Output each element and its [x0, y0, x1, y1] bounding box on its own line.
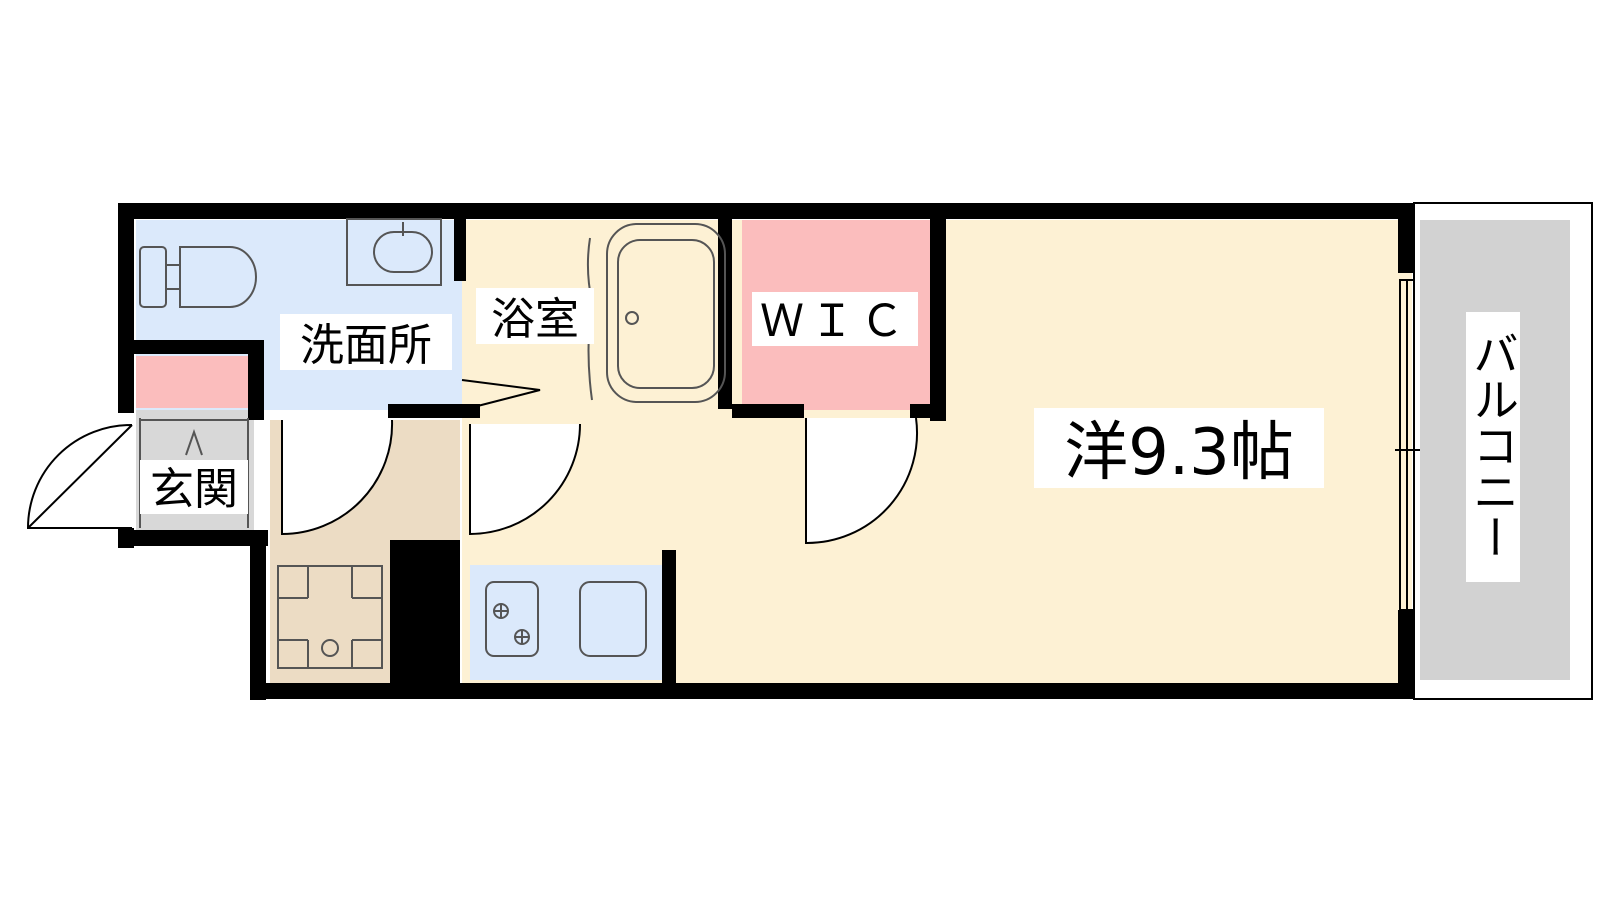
bathroom-label-bg [476, 288, 594, 344]
interior-doors [281, 379, 919, 545]
kitchen-floor [470, 565, 670, 680]
bathroom-door [461, 379, 541, 411]
wall-wic-bottom [732, 404, 804, 418]
toilet-icon [139, 246, 257, 308]
wall-kitchen-right [662, 550, 676, 685]
bathroom-label: 浴室 [491, 294, 579, 345]
wall-right-top [1398, 203, 1414, 273]
entrance-door [26, 423, 133, 529]
room-labels: 洗面所 浴室 ＷＩＣ 洋9.3帖 玄関 バルコニー [140, 288, 1520, 582]
wall-washroom-divider [454, 219, 466, 281]
washroom-door [281, 419, 394, 536]
wall-left-upper [118, 203, 134, 413]
wall-wic-bottom-right [910, 404, 946, 418]
wall-entrance-bottom [118, 530, 268, 546]
wall-column [390, 540, 460, 685]
balcony-label-bg [1466, 312, 1520, 582]
western-room-label: 洋9.3帖 [1064, 416, 1294, 490]
wall-shoe-top [134, 340, 254, 354]
kitchen-sink-icon [579, 581, 647, 657]
entrance-label: 玄関 [150, 464, 238, 515]
living-door [469, 423, 581, 536]
entrance-label-bg [140, 460, 248, 514]
wic-label-bg [752, 292, 918, 346]
wall-lower-left [250, 530, 266, 700]
fixtures [139, 218, 726, 669]
washroom-label-bg [280, 314, 452, 370]
wall-right-bottom [1398, 610, 1414, 699]
walls [118, 203, 1415, 700]
western-room-label-bg [1034, 408, 1324, 488]
wall-top [118, 203, 1415, 219]
washing-machine-icon [277, 565, 383, 669]
balcony-label: バルコニー [1466, 330, 1520, 560]
wall-wic-right [930, 219, 946, 421]
wall-mid-horizontal [388, 404, 480, 418]
wall-shoe-right [248, 340, 264, 420]
shoe-cabinet-floor [136, 356, 254, 408]
wic-label: ＷＩＣ [760, 296, 910, 347]
stove-icon [485, 581, 539, 657]
balcony-sash [1395, 202, 1593, 700]
sink-icon [346, 218, 442, 286]
wall-bottom [250, 683, 1415, 699]
wic-door [805, 417, 919, 545]
washroom-label: 洗面所 [300, 320, 432, 371]
